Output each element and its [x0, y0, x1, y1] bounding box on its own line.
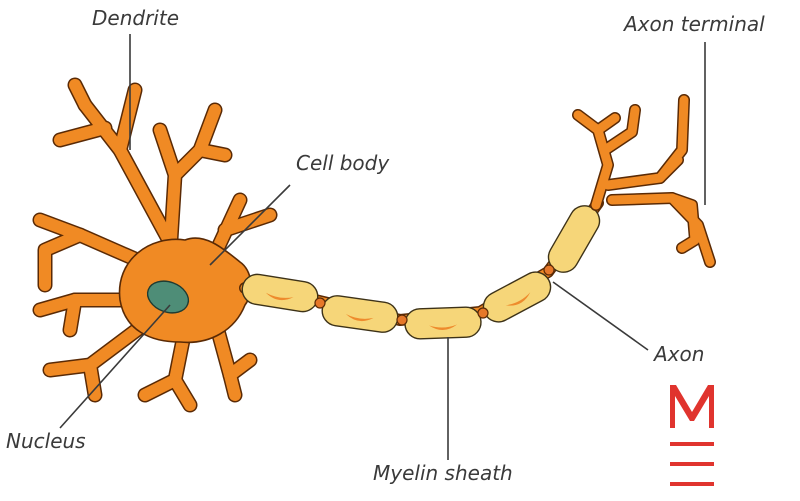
cell-body-shape — [118, 237, 252, 344]
myelin-sheath-segments — [241, 205, 601, 340]
axon-terminal-branches — [572, 94, 716, 268]
label-dendrite: Dendrite — [92, 6, 180, 30]
label-cell-body: Cell body — [296, 151, 390, 175]
m-logo-icon — [670, 385, 714, 486]
leader-cell-body — [209, 184, 291, 266]
nucleus-shape — [146, 280, 190, 314]
leader-nucleus — [59, 304, 171, 429]
label-axon: Axon — [654, 342, 705, 366]
leader-axon — [552, 281, 649, 351]
label-myelin-sheath: Myelin sheath — [373, 461, 513, 485]
leader-lines — [59, 34, 706, 460]
label-axon-terminal: Axon terminal — [624, 12, 765, 36]
label-nucleus: Nucleus — [6, 429, 86, 453]
